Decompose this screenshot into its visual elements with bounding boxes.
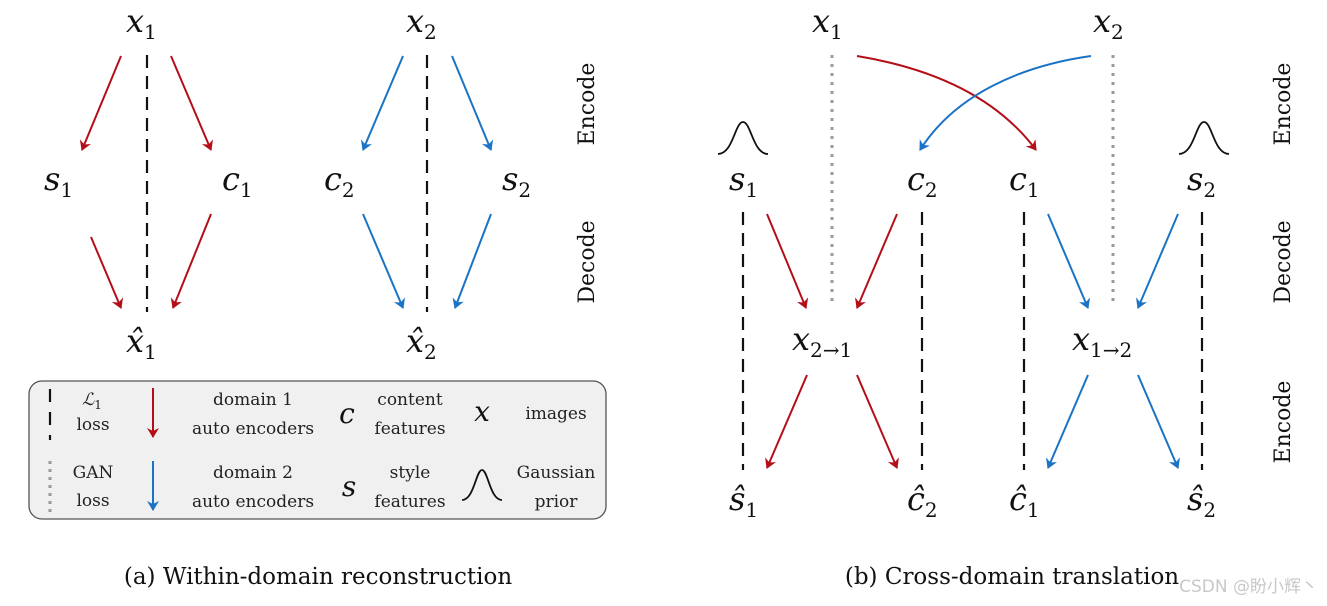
node-s2: s2 — [502, 160, 531, 202]
legend-c-label-2: features — [374, 419, 445, 439]
arrow-x12-to-chat1 — [1046, 374, 1089, 469]
arrow-x1-to-c1 — [170, 55, 213, 151]
arrow-s1-to-x21 — [766, 213, 809, 309]
arrow-x2-to-c2-curve — [919, 55, 1092, 151]
arrow-x12-to-shat2 — [1137, 374, 1180, 469]
arrow-x2-to-c2 — [361, 55, 404, 151]
arrow-c2-to-xhat2 — [362, 213, 405, 309]
legend-d1-label-2: auto encoders — [192, 419, 314, 439]
node-b-s2: s2 — [1187, 160, 1216, 202]
arrow-x1-to-c1-curve — [856, 55, 1037, 151]
arrow-c2-to-x21 — [855, 213, 898, 309]
node-b-x2: x2 — [1093, 2, 1124, 44]
node-b-c1: c1 — [1009, 160, 1040, 202]
legend-d1-label-1: domain 1 — [213, 390, 293, 410]
watermark: CSDN @盼小辉丶 — [1179, 577, 1318, 597]
label-encode-a: Encode — [575, 63, 600, 146]
legend-s-label-2: features — [374, 492, 445, 512]
node-shat1: ŝ1 — [729, 480, 758, 522]
label-decode-b: Decode — [1271, 220, 1296, 303]
node-chat1: ĉ1 — [1009, 480, 1040, 522]
legend-s-label-1: style — [390, 463, 431, 483]
arrow-s2-to-xhat2 — [452, 213, 492, 309]
legend-gan-label-2: loss — [76, 491, 109, 511]
node-x1: x1 — [126, 2, 157, 44]
legend-d2-label-2: auto encoders — [192, 492, 314, 512]
node-c2: c2 — [324, 160, 355, 202]
arrow-c1-to-x12 — [1047, 213, 1090, 309]
panel-b: x1 x2 s1 c2 c1 s2 x2→1 x1→2 ŝ1 ĉ2 ĉ1 ŝ2 … — [717, 2, 1296, 590]
node-x2to1: x2→1 — [792, 320, 852, 362]
arrow-s1-to-xhat1 — [90, 236, 124, 309]
arrow-c1-to-xhat1 — [170, 213, 212, 309]
legend-gaussian-icon — [461, 469, 503, 501]
legend-box — [28, 380, 607, 520]
arrow-x1-to-s1 — [79, 55, 122, 151]
arrow-x21-to-chat2 — [856, 374, 899, 469]
node-b-c2: c2 — [907, 160, 938, 202]
label-encode-b-top: Encode — [1271, 63, 1296, 146]
label-encode-b-bottom: Encode — [1271, 381, 1296, 464]
label-decode-a: Decode — [575, 220, 600, 303]
gaussian-prior-s2-icon — [1178, 121, 1230, 155]
arrow-x21-to-shat1 — [765, 374, 808, 469]
caption-a: (a) Within-domain reconstruction — [124, 564, 512, 590]
panel-a: x1 x2 s1 c1 c2 s2 x̂1 x̂2 Encode Decode … — [28, 2, 607, 590]
legend-x-symbol: x — [474, 395, 490, 428]
node-xhat2: x̂2 — [406, 322, 437, 364]
legend-x-label: images — [525, 404, 586, 424]
legend-l1-symbol: ℒ1 — [82, 390, 102, 412]
legend-s-symbol: s — [342, 470, 356, 503]
arrow-x2-to-s2 — [451, 55, 494, 151]
legend-gauss-label-1: Gaussian — [517, 463, 596, 483]
node-s1: s1 — [44, 160, 73, 202]
legend-gan-label-1: GAN — [73, 463, 114, 483]
node-b-x1: x1 — [812, 2, 843, 44]
legend: ℒ1 loss GAN loss domain 1 auto encoders … — [28, 380, 607, 520]
node-x1to2: x1→2 — [1072, 320, 1132, 362]
node-shat2: ŝ2 — [1187, 480, 1216, 522]
node-c1: c1 — [222, 160, 253, 202]
node-x2: x2 — [406, 2, 437, 44]
node-xhat1: x̂1 — [126, 322, 157, 364]
node-chat2: ĉ2 — [907, 480, 938, 522]
gaussian-prior-s1-icon — [717, 121, 769, 155]
legend-c-symbol: c — [339, 397, 355, 430]
node-b-s1: s1 — [729, 160, 758, 202]
arrow-s2-to-x12 — [1136, 213, 1179, 309]
caption-b: (b) Cross-domain translation — [845, 564, 1179, 590]
legend-c-label-1: content — [377, 390, 443, 410]
legend-l1-label: loss — [76, 415, 109, 435]
legend-d2-label-1: domain 2 — [213, 463, 293, 483]
legend-gauss-label-2: prior — [535, 492, 579, 512]
